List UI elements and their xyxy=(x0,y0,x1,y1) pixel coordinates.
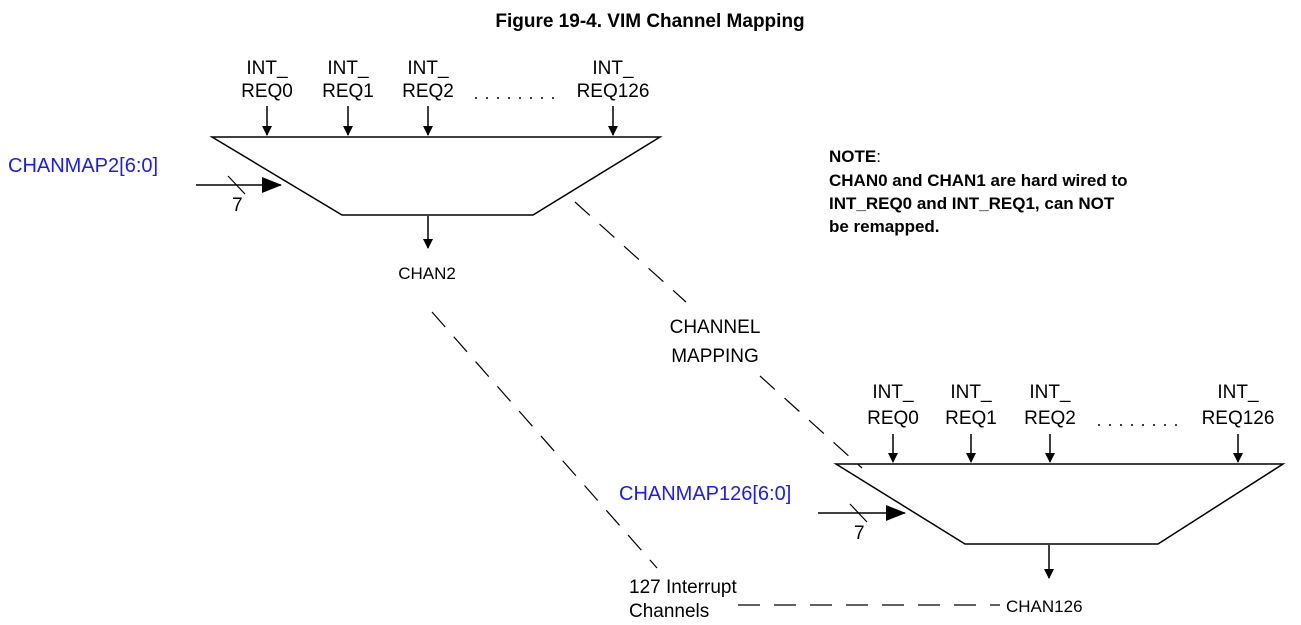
input-label-line2: REQ126 xyxy=(577,81,650,102)
input-label-line2: REQ0 xyxy=(241,81,293,102)
channel-mapping-line2: MAPPING xyxy=(671,346,759,367)
top-mux-body xyxy=(209,136,663,216)
note-colon: : xyxy=(876,147,881,166)
top-mux: INT_ REQ0 INT_ REQ1 INT_ REQ2 INT_ REQ12… xyxy=(8,58,663,283)
input-label-line2: REQ2 xyxy=(1024,408,1076,429)
top-bus-width: 7 xyxy=(232,195,243,216)
figure-title: Figure 19-4. VIM Channel Mapping xyxy=(495,11,804,32)
interrupt-channels-line2: Channels xyxy=(629,601,709,622)
top-mux-input-req0: INT_ REQ0 xyxy=(241,58,293,136)
bottom-mux-input-req126: INT_ REQ126 xyxy=(1202,382,1275,463)
note-line-1: CHAN0 and CHAN1 are hard wired to xyxy=(829,171,1128,190)
input-label-line2: REQ126 xyxy=(1202,408,1275,429)
top-mux-input-req126: INT_ REQ126 xyxy=(577,58,650,136)
top-select-label: CHANMAP2[6:0] xyxy=(8,155,158,177)
input-label-line2: REQ1 xyxy=(322,81,374,102)
svg-text:NOTE:: NOTE: xyxy=(829,147,881,166)
mapping-connector-upper xyxy=(574,201,687,303)
input-label-line1: INT_ xyxy=(407,58,449,79)
bottom-mux-input-req2: INT_ REQ2 xyxy=(1024,382,1076,463)
bottom-mux-input-req1: INT_ REQ1 xyxy=(945,382,997,463)
note-line-2: INT_REQ0 and INT_REQ1, can NOT xyxy=(829,194,1115,213)
interrupt-channels-line1: 127 Interrupt xyxy=(629,577,737,598)
top-output-label: CHAN2 xyxy=(398,264,456,283)
note-block: NOTE: CHAN0 and CHAN1 are hard wired to … xyxy=(829,147,1128,236)
top-mux-input-req1: INT_ REQ1 xyxy=(322,58,374,136)
bottom-bus-slash xyxy=(849,503,868,523)
input-label-line2: REQ1 xyxy=(945,408,997,429)
input-label-line2: REQ2 xyxy=(402,81,454,102)
input-label-line1: INT_ xyxy=(872,382,914,403)
note-heading: NOTE xyxy=(829,147,876,166)
bottom-mux: INT_ REQ0 INT_ REQ1 INT_ REQ2 INT_ REQ12… xyxy=(619,382,1286,616)
bottom-select-label: CHANMAP126[6:0] xyxy=(619,483,791,505)
mapping-connector-lower xyxy=(759,375,863,469)
top-mux-input-req2: INT_ REQ2 xyxy=(402,58,454,136)
channel-mapping-line1: CHANNEL xyxy=(670,317,761,338)
bottom-mux-body xyxy=(833,463,1286,545)
top-bus-slash xyxy=(227,175,246,195)
input-label-line2: REQ0 xyxy=(867,408,919,429)
input-label-line1: INT_ xyxy=(950,382,992,403)
input-label-line1: INT_ xyxy=(327,58,369,79)
input-label-line1: INT_ xyxy=(1029,382,1071,403)
input-label-line1: INT_ xyxy=(1217,382,1259,403)
input-label-line1: INT_ xyxy=(246,58,288,79)
note-line-3: be remapped. xyxy=(829,217,940,236)
channels-connector xyxy=(431,311,658,569)
bottom-bus-width: 7 xyxy=(854,523,865,544)
bottom-mux-input-req0: INT_ REQ0 xyxy=(867,382,919,463)
input-label-line1: INT_ xyxy=(592,58,634,79)
bottom-output-label: CHAN126 xyxy=(1006,597,1083,616)
